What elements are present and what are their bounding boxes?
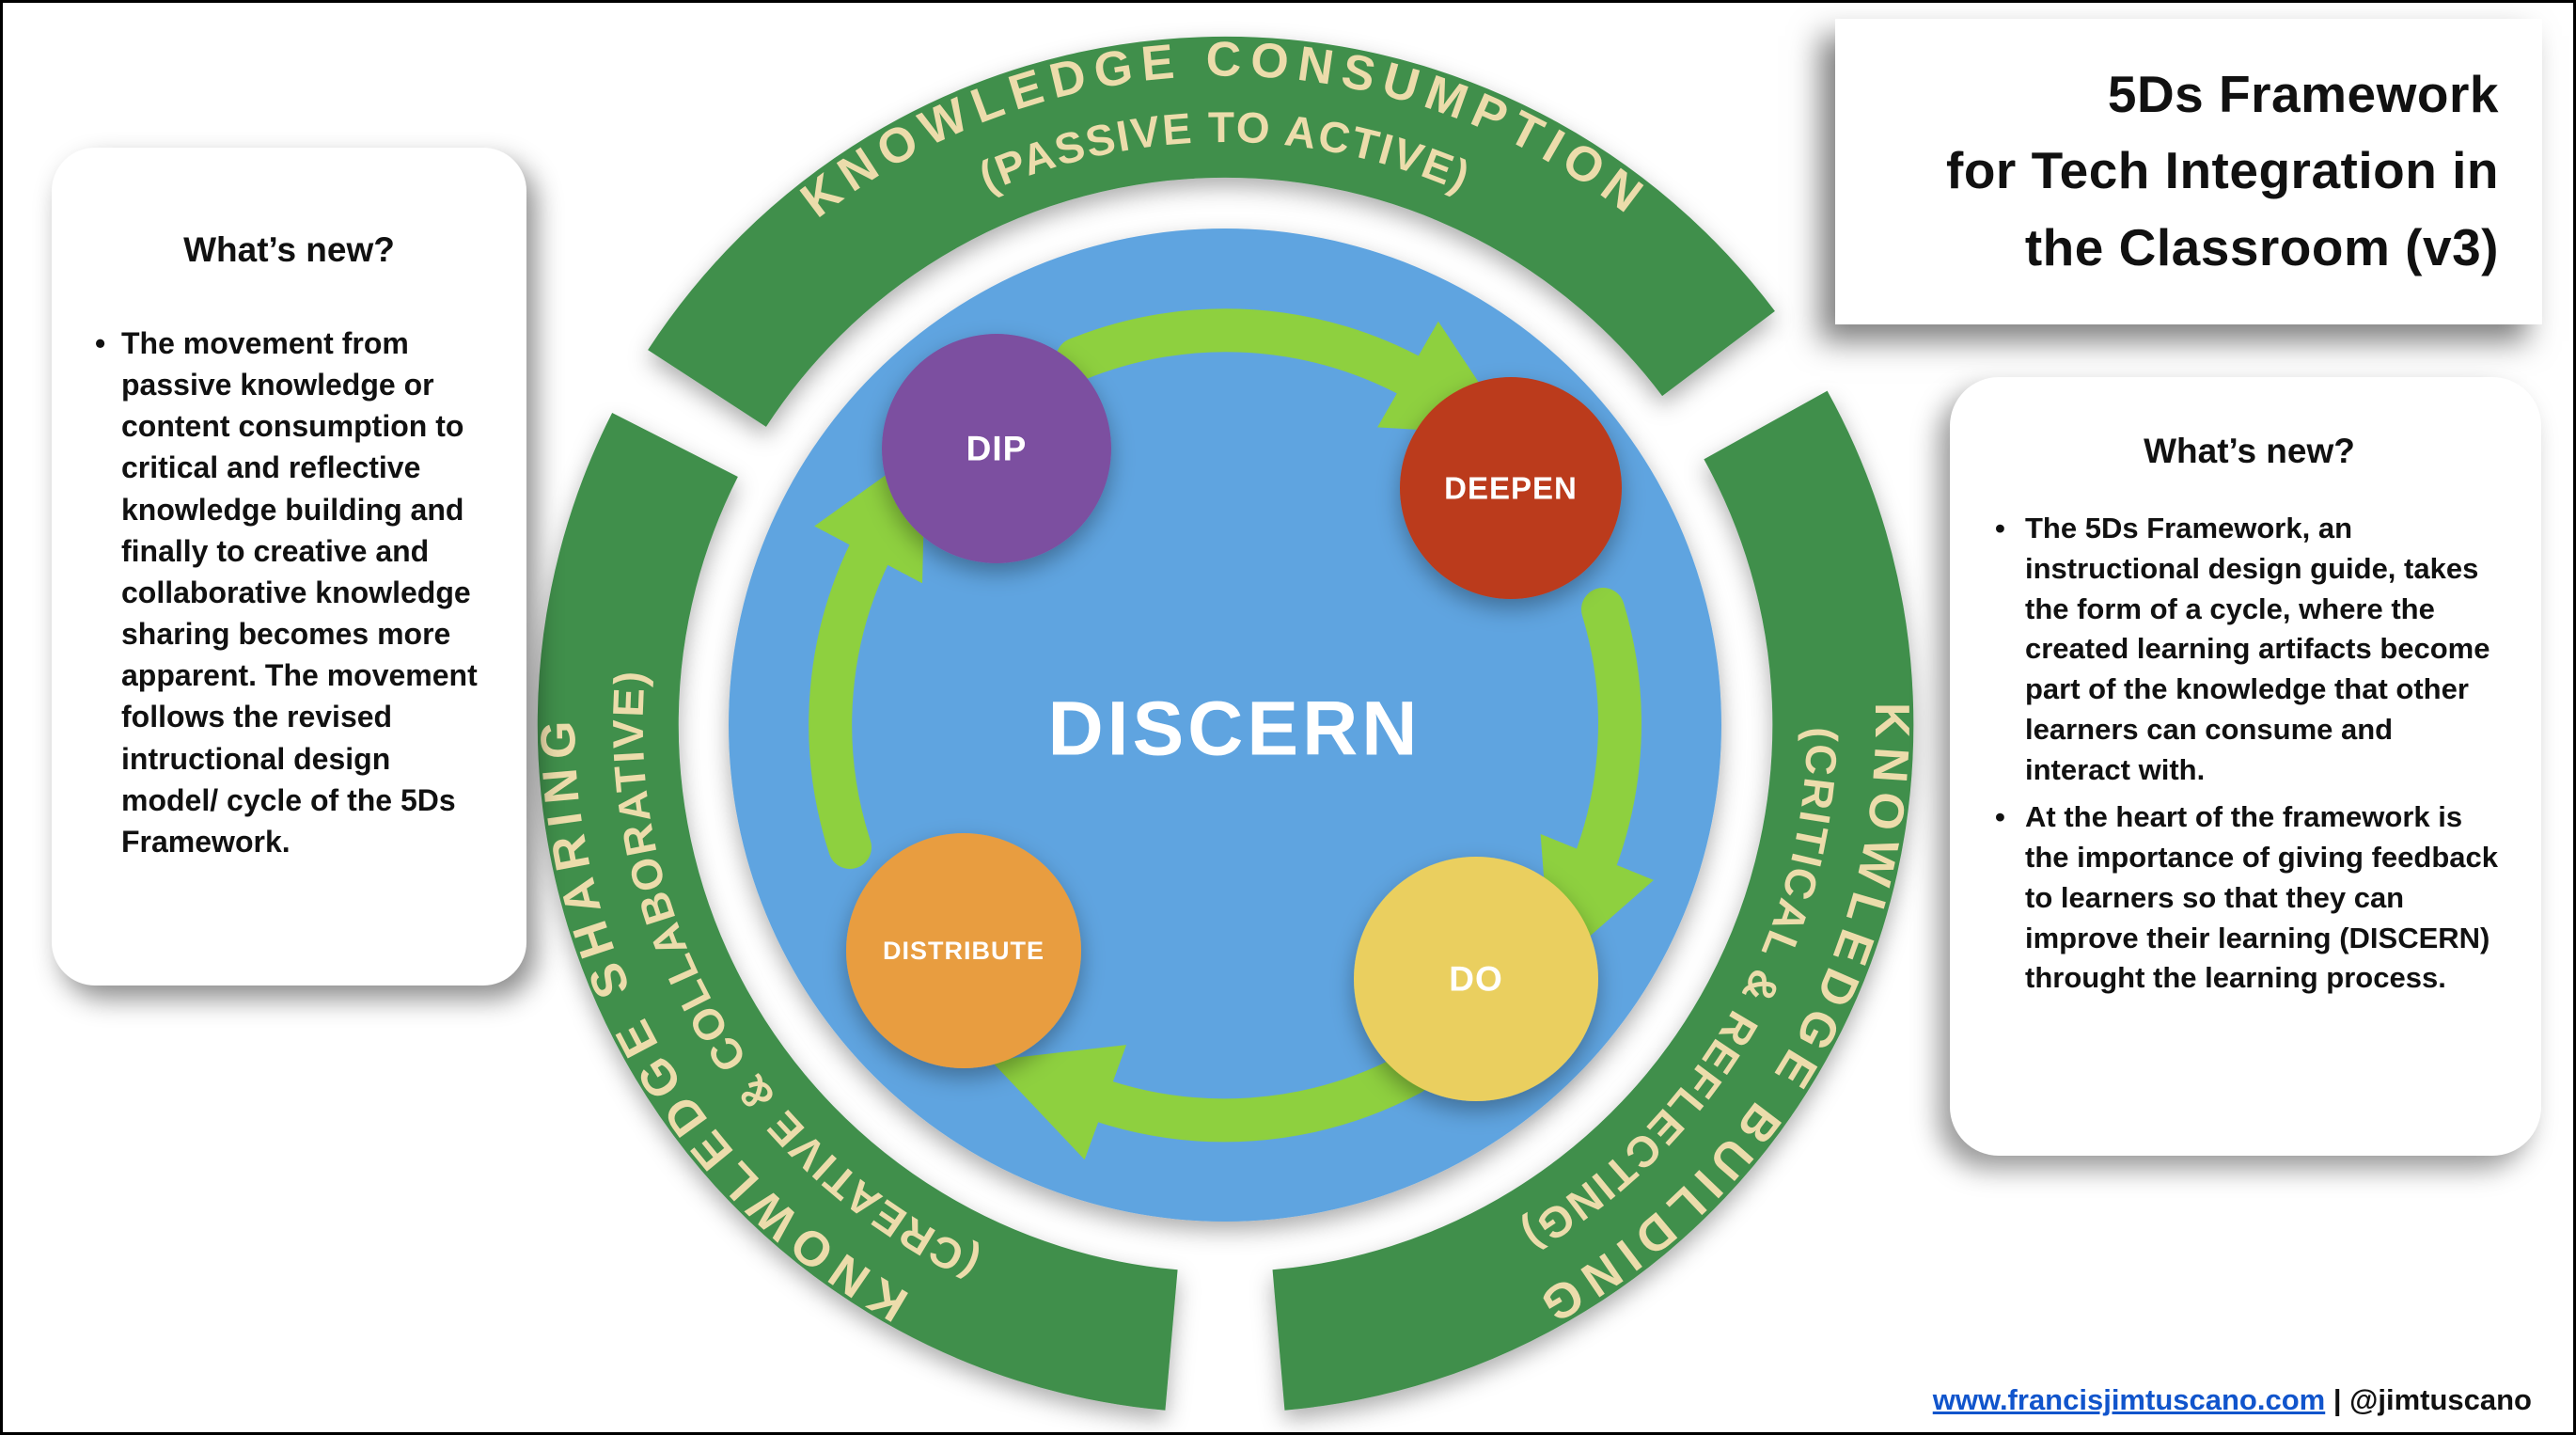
title-card: 5Ds Framework for Tech Integration in th… <box>1835 19 2542 324</box>
node-dip: DIP <box>882 334 1111 563</box>
author-twitter-handle: @jimtuscano <box>2349 1383 2532 1416</box>
cycle-arrow-dip-to-deepen <box>1056 308 1515 435</box>
center-label-discern: DISCERN <box>1047 686 1421 772</box>
node-circle-do <box>1354 857 1598 1101</box>
footer-credit: www.francisjimtuscano.com | @jimtuscano <box>1933 1383 2532 1417</box>
knowledge-ring <box>537 36 1914 1411</box>
node-label-distribute: DISTRIBUTE <box>883 937 1045 965</box>
footer-separator: | <box>2325 1383 2350 1416</box>
cycle-arrow-deepen-to-do <box>1540 588 1654 970</box>
right-panel-heading: What’s new? <box>2144 432 2355 470</box>
cycle-arrow-distribute-to-dip <box>809 446 926 869</box>
ring-segment-sharing <box>537 413 1178 1411</box>
left-panel-heading: What’s new? <box>183 230 395 269</box>
page-title-line: 5Ds Framework <box>2107 65 2499 123</box>
page-title-line: the Classroom (v3) <box>2024 217 2499 276</box>
ring-segment-consumption <box>648 36 1775 427</box>
cycle-arrow-do-to-distribute <box>990 1045 1432 1160</box>
whats-new-right-panel: What’s new? The 5Ds Framework, an instru… <box>1950 377 2541 1156</box>
node-circle-distribute <box>846 833 1081 1068</box>
ring-segment-building <box>1272 390 1914 1411</box>
framework-cycle-diagram: KNOWLEDGE CONSUMPTION (PASSIVE TO ACTIVE… <box>531 33 1914 1411</box>
node-circle-deepen <box>1400 377 1622 599</box>
node-deepen: DEEPEN <box>1400 377 1622 599</box>
author-website-link[interactable]: www.francisjimtuscano.com <box>1932 1383 2326 1416</box>
right-panel-bullet: At the heart of the framework is the imp… <box>1993 797 2505 999</box>
left-panel-bullet: The movement from passive knowledge or c… <box>93 323 485 862</box>
node-label-deepen: DEEPEN <box>1444 471 1578 506</box>
right-panel-bullet: The 5Ds Framework, an instructional desi… <box>1993 509 2505 790</box>
node-do: DO <box>1354 857 1598 1101</box>
node-distribute: DISTRIBUTE <box>846 833 1081 1068</box>
node-label-dip: DIP <box>966 430 1028 468</box>
right-panel-bullet-list: The 5Ds Framework, an instructional desi… <box>1993 509 2505 999</box>
whats-new-left-panel: What’s new? The movement from passive kn… <box>52 148 526 986</box>
page-title-line: for Tech Integration in <box>1946 141 2499 200</box>
left-panel-bullet-list: The movement from passive knowledge or c… <box>93 323 485 862</box>
cycle-arrows <box>809 308 1654 1160</box>
node-circle-dip <box>882 334 1111 563</box>
node-label-do: DO <box>1449 960 1503 999</box>
